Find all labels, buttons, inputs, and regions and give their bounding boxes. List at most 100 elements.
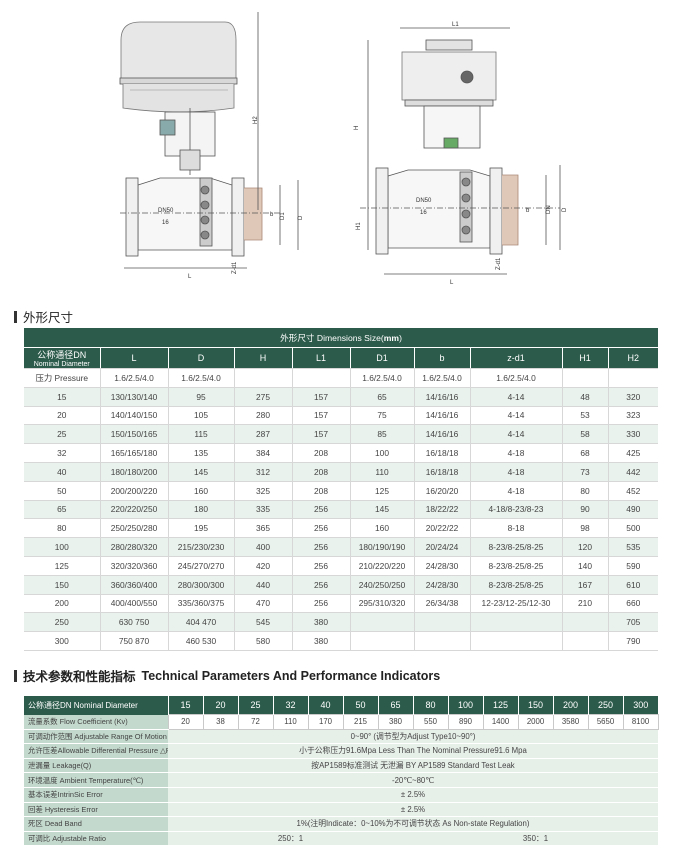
section-title-technical: 技术参数和性能指标 Technical Parameters And Perfo… (14, 666, 440, 685)
table-cell: 4-14 (469, 387, 562, 407)
table-cell: 195 (167, 518, 234, 539)
table-cell: 287 (233, 424, 292, 445)
table-cell: 160 (349, 518, 414, 539)
flow-cell: 3580 (552, 714, 589, 730)
section-bar (14, 310, 17, 323)
table-cell: 360/360/400 (99, 575, 168, 595)
table-cell: 125 (349, 481, 414, 501)
table-cell: 245/270/270 (167, 556, 234, 576)
section-title-dimensions: 外形尺寸 (14, 307, 73, 326)
row-label: 压力 Pressure (24, 368, 100, 388)
table-cell: 20/24/24 (413, 537, 470, 557)
section-bar (14, 669, 17, 682)
table-cell: 470 (233, 594, 292, 614)
header-h1: H1 (561, 347, 608, 369)
dn-header-cell: 80 (412, 696, 448, 715)
table-cell: 256 (291, 500, 350, 520)
flow-cell: 110 (272, 714, 309, 730)
perf-row-label: 允许压差Allowable Differential Pressure △P (24, 743, 168, 759)
dim-table-caption: 外形尺寸 Dimensions Size(mm) (100, 328, 659, 348)
l1-label: L1 (452, 22, 459, 28)
table-cell: 210 (561, 594, 608, 614)
table-cell: 323 (607, 406, 659, 426)
table-cell: 208 (291, 443, 350, 463)
table-cell: 380 (291, 612, 350, 633)
table-cell: 215/230/230 (167, 537, 234, 557)
table-cell: 335 (233, 500, 292, 520)
table-cell (561, 612, 608, 633)
table-cell: 150/150/165 (99, 424, 168, 445)
ratio-value-b: 350：1 (413, 831, 658, 847)
perf-row-value: ± 2.5% (168, 802, 658, 818)
table-cell: 500 (607, 518, 659, 539)
perf-row-value: 小于公称压力91.6Mpa Less Than The Nominal Pres… (168, 743, 658, 759)
row-label: 20 (24, 406, 100, 426)
dn-header-cell: 25 (237, 696, 273, 715)
right-d-label: D (562, 207, 568, 212)
table-cell: 68 (561, 443, 608, 463)
header-z-d1: z-d1 (469, 347, 562, 369)
ratio-label: 可调比 Adjustable Ratio (24, 831, 168, 847)
table-cell: 14/16/16 (413, 424, 470, 445)
table-cell: 240/250/250 (349, 575, 414, 595)
flow-cell: 380 (377, 714, 414, 730)
table-cell (561, 368, 608, 388)
left-dn-label: DN50 (158, 208, 174, 214)
table-cell: 208 (291, 481, 350, 501)
technical-drawings: DN50 16 H2 D1 D b Z-d1 L L1 H DN50 16 H (119, 12, 568, 286)
row-label: 125 (24, 556, 100, 576)
table-cell: 490 (607, 500, 659, 520)
zd1-label: Z-d1 (232, 261, 238, 274)
table-cell: 280 (233, 406, 292, 426)
table-cell: 380 (291, 631, 350, 651)
table-cell: 105 (167, 406, 234, 426)
table-cell: 325 (233, 481, 292, 501)
dn-header-cell: 40 (307, 696, 343, 715)
perf-row-label: 泄漏量 Leakage(Q) (24, 758, 168, 774)
table-cell: 210/220/220 (349, 556, 414, 576)
table-cell: 4-18 (469, 443, 562, 463)
table-cell: 145 (167, 462, 234, 482)
table-cell: 18/22/22 (413, 500, 470, 520)
table-cell: 256 (291, 594, 350, 614)
table-cell: 24/28/30 (413, 575, 470, 595)
table-cell: 80 (561, 481, 608, 501)
table-cell: 48 (561, 387, 608, 407)
table-cell (469, 612, 562, 633)
section2-title-cn: 技术参数和性能指标 (23, 670, 136, 684)
table-cell: 167 (561, 575, 608, 595)
right-drawing-labels: L1 H DN50 16 H1 DN D b Z-d1 L (354, 22, 568, 286)
perf-row: 回差 Hysteresis Error± 2.5% (24, 802, 658, 818)
table-cell: 165/165/180 (99, 443, 168, 463)
table-cell: 20/22/22 (413, 518, 470, 539)
section-title-text: 外形尺寸 (23, 311, 74, 325)
right-dn-label: DN50 (416, 198, 432, 204)
table-cell: 790 (607, 631, 659, 651)
flow-cell: 170 (307, 714, 344, 730)
table-cell: 256 (291, 575, 350, 595)
row-label: 150 (24, 575, 100, 595)
row-label: 100 (24, 537, 100, 557)
table-cell: 4-18 (469, 481, 562, 501)
table-cell: 4-14 (469, 406, 562, 426)
table-cell: 26/34/38 (413, 594, 470, 614)
right-l-label: L (450, 280, 454, 286)
header-h: H (233, 347, 292, 369)
table-cell: 330 (607, 424, 659, 445)
table-cell: 180/190/190 (349, 537, 414, 557)
perf-row: 环境温度 Ambient Temperature(℃)-20℃~80℃ (24, 772, 658, 788)
table-cell: 442 (607, 462, 659, 482)
right-num-label: 16 (420, 210, 427, 216)
table-cell: 660 (607, 594, 659, 614)
table-cell: 705 (607, 612, 659, 633)
header-d: D (167, 347, 234, 369)
perf-row-value: 按AP1589标准测试 无泄漏 BY AP1589 Standard Test … (168, 758, 658, 774)
